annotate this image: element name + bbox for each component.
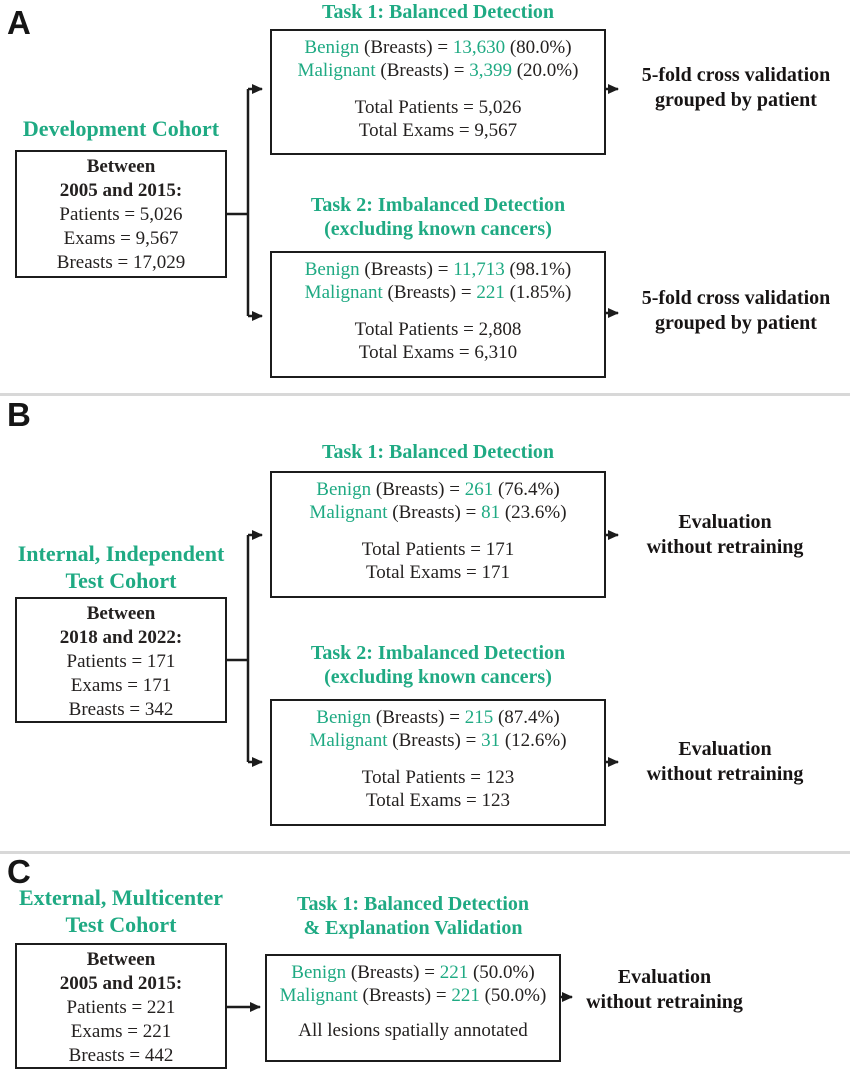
malignant-row: Malignant (Breasts) = 221 (1.85%): [304, 282, 572, 303]
malignant-row: Malignant (Breasts) = 3,399 (20.0%): [297, 60, 579, 81]
outcome-a1: 5-fold cross validation grouped by patie…: [641, 64, 831, 111]
spacer: [272, 752, 604, 766]
total-patients: Total Patients = 5,026: [354, 97, 522, 118]
cohort-patients: Patients = 221: [66, 997, 176, 1018]
task-title-a1: Task 1: Balanced Detection: [321, 1, 555, 23]
benign-row: Benign (Breasts) = 11,713 (98.1%): [304, 259, 572, 280]
cohort-breasts: Breasts = 17,029: [56, 252, 186, 273]
malignant-row: Malignant (Breasts) = 81 (23.6%): [309, 502, 567, 523]
spacer: [272, 524, 604, 538]
cohort-breasts: Breasts = 342: [68, 699, 174, 720]
panel-divider-bc: [0, 851, 850, 854]
task-title-b2: Task 2: Imbalanced Detection (excluding …: [310, 642, 566, 688]
cohort-breasts: Breasts = 442: [68, 1045, 174, 1066]
total-exams: Total Exams = 171: [366, 562, 510, 583]
outcome-b2: Evaluation without retraining: [646, 738, 804, 785]
cohort-title-b: Internal, Independent Test Cohort: [17, 541, 225, 593]
task-box-b1: Benign (Breasts) = 261 (76.4%) Malignant…: [270, 471, 606, 598]
total-patients: Total Patients = 2,808: [354, 319, 522, 340]
cohort-patients: Patients = 5,026: [59, 204, 183, 225]
cohort-period-line1: Between: [86, 949, 156, 970]
panel-label-b: B: [7, 396, 31, 433]
spacer: [272, 304, 604, 318]
spacer: [272, 82, 604, 96]
cohort-title-c: External, Multicenter Test Cohort: [18, 885, 224, 937]
cohort-exams: Exams = 9,567: [63, 228, 179, 249]
outcome-a2: 5-fold cross validation grouped by patie…: [641, 287, 831, 334]
outcome-b1: Evaluation without retraining: [646, 511, 804, 558]
cohort-title-a: Development Cohort: [22, 116, 220, 141]
cohort-exams: Exams = 171: [70, 675, 172, 696]
total-exams: Total Exams = 9,567: [358, 120, 518, 141]
cohort-period-line1: Between: [86, 156, 156, 177]
malignant-row: Malignant (Breasts) = 31 (12.6%): [309, 730, 567, 751]
outcome-c1: Evaluation without retraining: [586, 966, 743, 1013]
panel-divider-ab: [0, 393, 850, 396]
cohort-box-a: Between 2005 and 2015: Patients = 5,026 …: [15, 150, 227, 278]
task-box-b2: Benign (Breasts) = 215 (87.4%) Malignant…: [270, 699, 606, 826]
total-patients: Total Patients = 171: [361, 539, 515, 560]
task-title-c1: Task 1: Balanced Detection & Explanation…: [296, 893, 530, 939]
total-patients: Total Patients = 123: [361, 767, 515, 788]
panel-label-a: A: [7, 4, 31, 41]
benign-row: Benign (Breasts) = 221 (50.0%): [291, 962, 535, 983]
cohort-patients: Patients = 171: [66, 651, 176, 672]
cohort-period-line2: 2018 and 2022:: [59, 627, 183, 648]
spacer: [267, 1007, 559, 1019]
panel-label-c: C: [7, 853, 31, 890]
task-box-a1: Benign (Breasts) = 13,630 (80.0%) Malign…: [270, 29, 606, 155]
benign-row: Benign (Breasts) = 261 (76.4%): [316, 479, 560, 500]
task-box-a2: Benign (Breasts) = 11,713 (98.1%) Malign…: [270, 251, 606, 378]
cohort-box-c: Between 2005 and 2015: Patients = 221 Ex…: [15, 943, 227, 1069]
malignant-row: Malignant (Breasts) = 221 (50.0%): [279, 985, 547, 1006]
task-title-b1: Task 1: Balanced Detection: [321, 441, 555, 463]
cohort-period-line2: 2005 and 2015:: [59, 973, 183, 994]
annotation-note: All lesions spatially annotated: [298, 1020, 528, 1041]
task-title-a2: Task 2: Imbalanced Detection (excluding …: [310, 194, 566, 240]
cohort-exams: Exams = 221: [70, 1021, 172, 1042]
task-box-c1: Benign (Breasts) = 221 (50.0%) Malignant…: [265, 954, 561, 1062]
benign-row: Benign (Breasts) = 215 (87.4%): [316, 707, 560, 728]
total-exams: Total Exams = 6,310: [358, 342, 518, 363]
benign-row: Benign (Breasts) = 13,630 (80.0%): [304, 37, 572, 58]
cohort-box-b: Between 2018 and 2022: Patients = 171 Ex…: [15, 597, 227, 723]
cohort-period-line1: Between: [86, 603, 156, 624]
total-exams: Total Exams = 123: [366, 790, 510, 811]
cohort-period-line2: 2005 and 2015:: [59, 180, 183, 201]
